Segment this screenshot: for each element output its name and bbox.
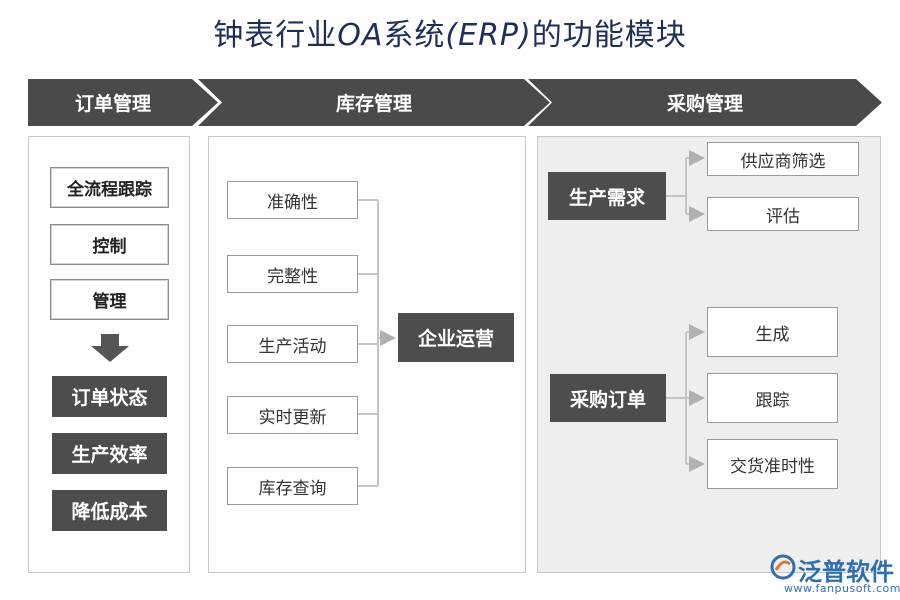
logo-name: 泛普软件 xyxy=(798,558,894,586)
order-result-label: 降低成本 xyxy=(71,501,148,523)
inventory-item-completeness: 完整性 xyxy=(227,255,358,293)
down-arrow-icon xyxy=(91,334,129,362)
order-item-control: 控制 xyxy=(50,224,169,265)
header-inventory-management: 库存管理 xyxy=(198,79,550,126)
title-latin-2: (ERP) xyxy=(445,18,532,53)
inventory-item-realtime: 实时更新 xyxy=(227,396,358,434)
header-order-label: 订单管理 xyxy=(74,93,151,115)
inventory-item-label: 完整性 xyxy=(267,266,318,287)
purchase-item-supplier-screening: 供应商筛选 xyxy=(707,142,859,176)
logo-url: www.fanpusoft.com xyxy=(784,582,900,595)
purchase-group2-label: 采购订单 xyxy=(550,374,666,422)
purchase-item-tracking: 跟踪 xyxy=(707,373,838,423)
order-result-label: 生产效率 xyxy=(71,444,148,466)
order-item-full-tracking: 全流程跟踪 xyxy=(50,167,169,208)
order-result-efficiency: 生产效率 xyxy=(52,433,167,474)
header-purchase-label: 采购管理 xyxy=(666,93,743,115)
title-middle: 系统 xyxy=(383,18,446,53)
purchase-item-on-time-delivery: 交货准时性 xyxy=(707,439,838,489)
purchase-item-label: 跟踪 xyxy=(755,390,790,411)
inventory-item-label: 实时更新 xyxy=(258,407,327,428)
purchase-item-label: 生成 xyxy=(755,324,790,345)
inventory-target-operations: 企业运营 xyxy=(398,313,514,362)
purchase-item-evaluation: 评估 xyxy=(707,197,859,231)
purchase-item-generate: 生成 xyxy=(707,307,838,357)
inventory-item-query: 库存查询 xyxy=(227,467,358,505)
purchase-item-label: 交货准时性 xyxy=(730,456,815,477)
inventory-item-label: 生产活动 xyxy=(258,336,327,357)
inventory-item-accuracy: 准确性 xyxy=(227,181,358,219)
purchase-group2-lines xyxy=(666,324,705,472)
inventory-target-label: 企业运营 xyxy=(417,328,494,350)
header-purchase-management: 采购管理 xyxy=(528,79,882,126)
order-result-status: 订单状态 xyxy=(52,376,167,417)
inventory-bracket xyxy=(358,199,396,487)
purchase-item-label: 评估 xyxy=(766,206,800,227)
title-suffix: 的功能模块 xyxy=(531,18,687,53)
inventory-item-label: 库存查询 xyxy=(258,478,327,499)
purchase-group-label: 采购订单 xyxy=(569,388,646,411)
order-result-cost: 降低成本 xyxy=(52,490,167,531)
inventory-item-label: 准确性 xyxy=(267,192,318,213)
order-item-label: 全流程跟踪 xyxy=(67,180,152,200)
purchase-group1-label: 生产需求 xyxy=(548,172,666,220)
inventory-item-production: 生产活动 xyxy=(227,325,358,363)
title-prefix: 钟表行业 xyxy=(213,18,338,53)
brand-logo: 泛普软件 www.fanpusoft.com xyxy=(770,552,900,598)
purchase-group-label: 生产需求 xyxy=(568,186,645,209)
header-inventory-label: 库存管理 xyxy=(335,93,412,115)
order-item-label: 控制 xyxy=(92,237,127,257)
page-title: 钟表行业OA系统(ERP)的功能模块 xyxy=(0,10,900,54)
header-order-management: 订单管理 xyxy=(28,79,218,126)
purchase-group1-lines xyxy=(666,150,705,222)
purchase-item-label: 供应商筛选 xyxy=(740,151,826,172)
order-item-manage: 管理 xyxy=(50,279,169,320)
title-latin-1: OA xyxy=(337,18,384,53)
order-result-label: 订单状态 xyxy=(71,387,148,409)
logo-mark-icon xyxy=(770,554,796,580)
order-item-label: 管理 xyxy=(92,292,127,312)
